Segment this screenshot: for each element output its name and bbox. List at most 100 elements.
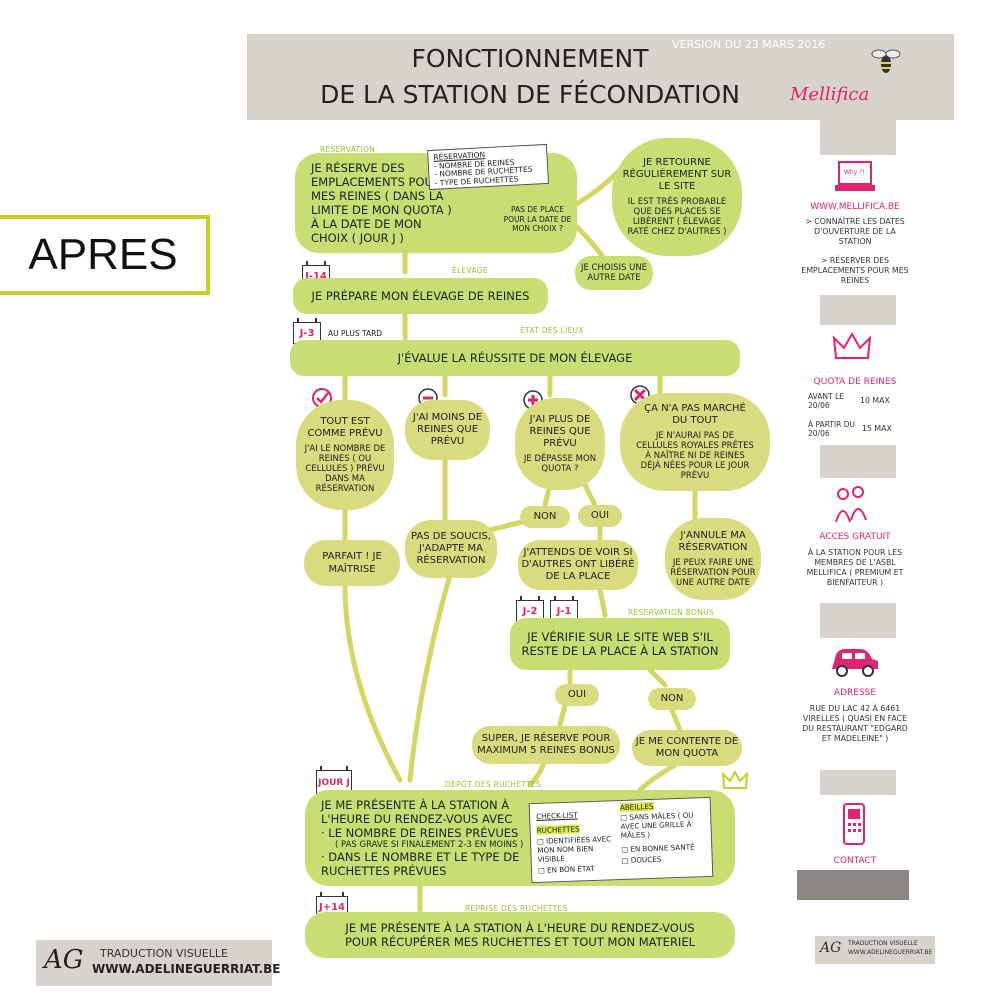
- reservation-note: RÉSERVATION - NOMBRE DE REINES - NOMBRE …: [427, 143, 549, 191]
- elevage-text: JE PRÉPARE MON ÉLEVAGE DE REINES: [311, 289, 530, 303]
- bonus-yes-box: SUPER, JE RÉSERVE POUR MAXIMUM 5 REINES …: [472, 726, 620, 764]
- bonus-no-text: JE ME CONTENTE DE MON QUOTA: [635, 736, 739, 759]
- outcome-more-title: J'AI PLUS DE REINES QUE PRÉVU: [529, 414, 591, 449]
- section-label-etat: ÉTAT DES LIEUX: [520, 326, 584, 335]
- bonus-text: JE VÉRIFIE SUR LE SITE WEB S'IL RESTE DE…: [521, 630, 719, 658]
- outcome-more-sub: JE DÉPASSE MON QUOTA ?: [523, 454, 597, 474]
- checklist-title: CHECK-LIST: [535, 810, 578, 821]
- sidebar-web-title[interactable]: WWW.MELLIFICA.BE: [810, 202, 900, 212]
- oui-text: OUI: [590, 510, 610, 521]
- reservation-text: JE RÉSERVE DES EMPLACEMENTS POUR MES REI…: [311, 161, 452, 245]
- cancel-box: J'ANNULE MA RÉSERVATION JE PEUX FAIRE UN…: [665, 518, 761, 600]
- laptop-icon: Why ?!: [835, 160, 879, 196]
- svg-text:Why ?!: Why ?!: [844, 169, 865, 176]
- calendar-j3-icon: J-3: [293, 318, 321, 344]
- sidebar-web-text1: > CONNAÎTRE LES DATES D'OUVERTURE DE LA …: [805, 217, 905, 246]
- depot-intro: JE ME PRÉSENTE À LA STATION À L'HEURE DU…: [321, 798, 513, 826]
- sidebar-access-title: ACCES GRATUIT: [819, 532, 891, 542]
- calendar-j2-icon: J-2: [516, 596, 544, 622]
- sidebar-address-text: RUE DU LAC 42 À 6461 VIRELLES ( QUASI EN…: [802, 704, 908, 743]
- etat-note: AU PLUS TARD: [328, 329, 383, 338]
- bonus-oui-box: OUI: [555, 684, 599, 706]
- quota-before-value: 10 MAX: [860, 396, 890, 405]
- wait-box: J'ATTENDS DE VOIR SI D'AUTRES ONT LIBÉRÉ…: [518, 540, 638, 590]
- bonus-non-text: NON: [660, 693, 684, 704]
- return-site-sub: IL EST TRÈS PROBABLE QUE DES PLACES SE L…: [627, 197, 727, 237]
- quota-after-label: À PARTIR DU 20/06: [808, 420, 856, 438]
- perfect-box: PARFAIT ! JE MAÎTRISE: [304, 540, 400, 586]
- perfect-text: PARFAIT ! JE MAÎTRISE: [322, 551, 382, 575]
- etat-text: J'ÉVALUE LA RÉUSSITE DE MON ÉLEVAGE: [397, 351, 633, 365]
- bonus-non-box: NON: [648, 688, 696, 710]
- bee-icon: [868, 42, 904, 78]
- oui-box: OUI: [578, 505, 622, 527]
- reprise-text: JE ME PRÉSENTE À LA STATION À L'HEURE DU…: [344, 921, 695, 949]
- elevage-box: JE PRÉPARE MON ÉLEVAGE DE REINES: [293, 278, 548, 314]
- bonus-yes-text: SUPER, JE RÉSERVE POUR MAXIMUM 5 REINES …: [477, 733, 615, 756]
- phone-icon: [842, 800, 866, 846]
- non-text: NON: [533, 511, 557, 522]
- depot-item1-note: ( PAS GRAVE SI FINALEMENT 2-3 EN MOINS ): [335, 840, 524, 850]
- other-date-text: JE CHOISIS UNE AUTRE DATE: [580, 263, 648, 283]
- footer-line2[interactable]: WWW.ADELINEGUERRIAT.BE: [92, 962, 281, 976]
- sidebar-block-access: [800, 478, 910, 603]
- etat-box: J'ÉVALUE LA RÉUSSITE DE MON ÉLEVAGE: [290, 340, 740, 376]
- crown-small-icon: [721, 769, 749, 790]
- section-label-bonus: RÉSERVATION BONUS: [628, 608, 715, 617]
- sidebar-contact-title[interactable]: CONTACT: [833, 856, 877, 866]
- plus-icon: [523, 390, 543, 410]
- outcome-fail-title: ÇA N'A PAS MARCHÉ DU TOUT: [644, 403, 746, 426]
- ruchettes-title: RUCHETTES: [536, 824, 580, 835]
- footer-credit-band: [36, 940, 272, 986]
- sidebar-credit-logo: AG: [820, 940, 842, 956]
- ruchettes-item[interactable]: □ IDENTIFIÉES AVEC MON NOM BIEN VISIBLE: [536, 834, 612, 864]
- crown-icon: [832, 331, 872, 362]
- outcome-more-box: J'AI PLUS DE REINES QUE PRÉVU JE DÉPASSE…: [515, 398, 605, 490]
- depot-item1: · LE NOMBRE DE REINES PRÉVUES: [321, 826, 519, 840]
- sidebar-dark-bar: [797, 870, 909, 900]
- section-label-elevage: ÉLEVAGE: [452, 266, 488, 275]
- wait-text: J'ATTENDS DE VOIR SI D'AUTRES ONT LIBÉRÉ…: [521, 547, 635, 582]
- adapt-text: PAS DE SOUCIS, J'ADAPTE MA RÉSERVATION: [411, 531, 491, 566]
- section-label-reservation: RÉSERVATION: [320, 145, 376, 154]
- abeilles-item[interactable]: □ EN BONNE SANTÉ: [621, 842, 695, 854]
- sidebar-address-title: ADRESSE: [833, 688, 877, 698]
- section-label-depot: DÉPÔT DES RUCHETTES: [445, 780, 542, 789]
- abeilles-item[interactable]: □ SANS MÂLES ( OU AVEC UNE GRILLE À MÂLE…: [620, 810, 694, 840]
- outcome-ok-box: TOUT EST COMME PRÉVU J'AI LE NOMBRE DE R…: [296, 400, 394, 510]
- header-band: [247, 34, 954, 120]
- mellifica-logo: Mellifica: [790, 84, 870, 105]
- footer-line1: TRADUCTION VISUELLE: [100, 947, 228, 960]
- sidebar-credit: [815, 936, 935, 964]
- bonus-oui-text: OUI: [567, 689, 587, 700]
- sidebar-credit-line2: WWW.ADELINEGUERRIAT.BE: [848, 949, 933, 956]
- version-text: VERSION DU 23 MARS 2016: [672, 38, 826, 51]
- cancel-title: J'ANNULE MA RÉSERVATION: [678, 530, 748, 553]
- quota-after-value: 15 MAX: [862, 424, 892, 433]
- page-title-line1: FONCTIONNEMENT: [411, 44, 649, 73]
- page-title-line2: DE LA STATION DE FÉCONDATION: [320, 80, 740, 109]
- reprise-box: JE ME PRÉSENTE À LA STATION À L'HEURE DU…: [305, 912, 735, 958]
- return-site-box: JE RETOURNE RÉGULIÈREMENT SUR LE SITE IL…: [612, 138, 742, 256]
- sidebar-web-text2: > RÉSERVER DES EMPLACEMENTS POUR MES REI…: [801, 256, 909, 285]
- depot-item2: · DANS LE NOMBRE ET LE TYPE DE RUCHETTES…: [321, 850, 520, 878]
- non-box: NON: [520, 506, 570, 528]
- outcome-ok-sub: J'AI LE NOMBRE DE REINES ( OU CELLULES )…: [304, 444, 386, 494]
- bonus-no-box: JE ME CONTENTE DE MON QUOTA: [632, 730, 742, 766]
- section-label-reprise: REPRISE DES RUCHETTES: [465, 904, 568, 913]
- checklist-card: CHECK-LIST RUCHETTES □ IDENTIFIÉES AVEC …: [528, 796, 714, 884]
- apres-box: APRES: [0, 215, 210, 295]
- outcome-fail-sub: JE N'AURAI PAS DE CELLULES ROYALES PRÊTE…: [636, 431, 754, 481]
- footer-logo: AG: [44, 945, 84, 975]
- sidebar-credit-line1: TRADUCTION VISUELLE: [848, 940, 918, 947]
- outcome-fail-box: ÇA N'A PAS MARCHÉ DU TOUT JE N'AURAI PAS…: [620, 393, 770, 491]
- abeilles-item[interactable]: □ DOUCES: [621, 854, 662, 865]
- outcome-less-box: J'AI MOINS DE REINES QUE PRÉVU: [405, 400, 490, 460]
- ruchettes-item[interactable]: □ EN BON ÉTAT: [537, 863, 595, 875]
- abeilles-title: ABEILLES: [619, 801, 654, 813]
- sidebar-access-text: À LA STATION POUR LES MEMBRES DE L'ASBL …: [806, 548, 904, 587]
- apres-label: APRES: [28, 230, 178, 279]
- outcome-less-title: J'AI MOINS DE REINES QUE PRÉVU: [412, 412, 483, 447]
- adapt-box: PAS DE SOUCIS, J'ADAPTE MA RÉSERVATION: [405, 520, 497, 578]
- people-icon: [830, 482, 874, 526]
